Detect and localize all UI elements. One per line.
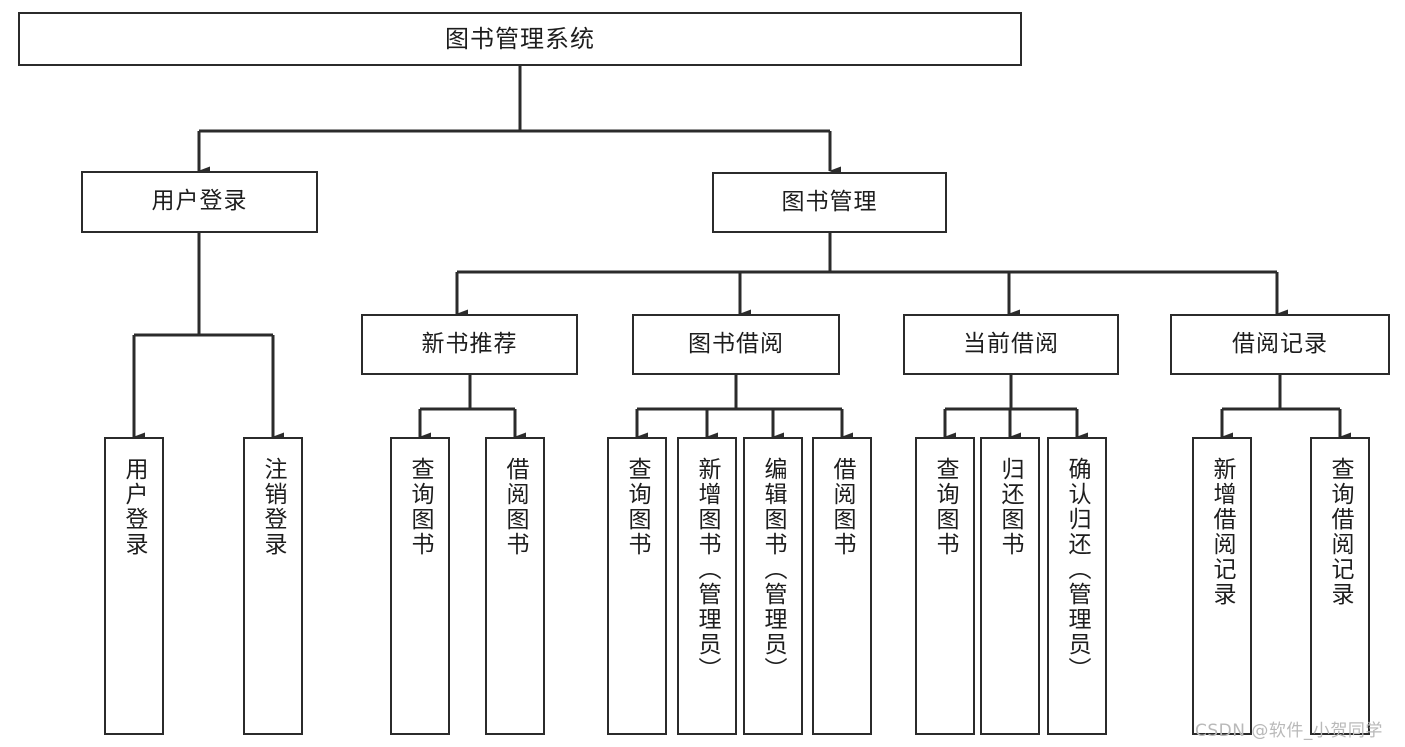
leaf-label: 查询借阅记录 [1327,457,1354,607]
leaf-book-borrow-add[interactable]: 新增图书（管理员） [677,437,737,735]
node-label: 图书管理 [781,188,878,215]
node-label: 当前借阅 [963,330,1059,357]
node-label: 图书借阅 [688,330,784,357]
leaf-current-borrow-return[interactable]: 归还图书 [980,437,1040,735]
leaf-label: 注销登录 [260,457,287,557]
leaf-current-borrow-confirm-return[interactable]: 确认归还（管理员） [1047,437,1107,735]
node-label: 用户登录 [151,188,248,215]
leaf-new-book-query[interactable]: 查询图书 [390,437,450,735]
leaf-label: 确认归还（管理员） [1064,457,1091,682]
node-label: 新书推荐 [421,330,518,357]
leaf-label: 查询图书 [932,457,959,557]
leaf-label: 借阅图书 [502,457,529,557]
node-current-borrow[interactable]: 当前借阅 [903,314,1119,375]
leaf-user-login-login[interactable]: 用户登录 [104,437,164,735]
node-book-borrow[interactable]: 图书借阅 [632,314,840,375]
leaf-label: 编辑图书（管理员） [760,457,787,682]
leaf-new-book-borrow[interactable]: 借阅图书 [485,437,545,735]
leaf-label: 查询图书 [624,457,651,557]
leaf-user-login-logout[interactable]: 注销登录 [243,437,303,735]
node-root-book-management-system[interactable]: 图书管理系统 [18,12,1022,66]
leaf-current-borrow-query[interactable]: 查询图书 [915,437,975,735]
leaf-label: 借阅图书 [829,457,856,557]
leaf-label: 归还图书 [997,457,1024,557]
leaf-borrow-record-query[interactable]: 查询借阅记录 [1310,437,1370,735]
node-label: 借阅记录 [1232,330,1328,357]
node-new-book-recommend[interactable]: 新书推荐 [361,314,578,375]
node-book-management[interactable]: 图书管理 [712,172,947,233]
leaf-label: 新增借阅记录 [1209,457,1236,607]
leaf-book-borrow-query[interactable]: 查询图书 [607,437,667,735]
leaf-label: 新增图书（管理员） [694,457,721,682]
leaf-book-borrow-edit[interactable]: 编辑图书（管理员） [743,437,803,735]
node-borrow-record[interactable]: 借阅记录 [1170,314,1390,375]
node-label: 图书管理系统 [445,24,595,53]
leaf-book-borrow-borrow[interactable]: 借阅图书 [812,437,872,735]
leaf-label: 查询图书 [407,457,434,557]
leaf-label: 用户登录 [121,457,148,557]
csdn-watermark: CSDN @软件_小贺同学 [1195,721,1383,741]
leaf-borrow-record-add[interactable]: 新增借阅记录 [1192,437,1252,735]
node-user-login[interactable]: 用户登录 [81,171,318,233]
